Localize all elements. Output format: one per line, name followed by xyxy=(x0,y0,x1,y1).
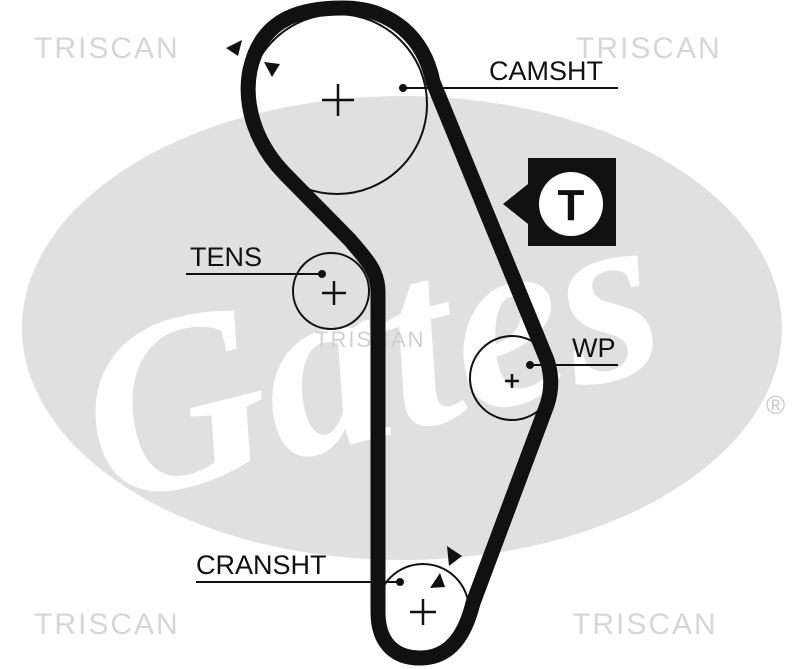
water-pump-center-cross xyxy=(505,374,519,388)
camshaft-center-cross xyxy=(322,84,354,116)
camshaft-leader-dot xyxy=(399,84,407,92)
water-pump-leader-dot xyxy=(526,361,534,369)
triscan-watermark-top-left: TRISCAN xyxy=(34,32,180,65)
camshaft-outer-timing-mark xyxy=(226,40,242,56)
triscan-watermark-bottom-right: TRISCAN xyxy=(572,608,718,641)
water-pump-label: WP xyxy=(572,333,616,363)
triscan-watermark-top-right: TRISCAN xyxy=(576,32,722,65)
timing-belt-badge: T xyxy=(503,158,616,246)
timing-marks xyxy=(226,40,462,588)
tensioner-leader-dot xyxy=(318,270,326,278)
crankshaft-label: CRANSHT xyxy=(196,550,327,580)
camshaft-label: CAMSHT xyxy=(489,56,603,86)
crankshaft-center-cross xyxy=(410,599,436,625)
crankshaft-leader-dot xyxy=(396,578,404,586)
crankshaft-outer-timing-mark xyxy=(447,546,462,566)
pulley-centers xyxy=(322,84,519,625)
tensioner-pulley xyxy=(292,252,370,330)
timing-badge-circle xyxy=(539,172,603,236)
timing-belt xyxy=(240,0,559,666)
registered-mark: ® xyxy=(766,390,785,420)
leader-lines xyxy=(186,84,618,586)
triscan-watermark-center: TRISCAN xyxy=(315,327,426,352)
tensioner-center-cross xyxy=(322,281,346,305)
tensioner-label: TENS xyxy=(190,242,262,272)
timing-badge-letter: T xyxy=(558,181,585,230)
crankshaft-inner-timing-mark xyxy=(430,573,445,588)
triscan-watermark-bottom-left: TRISCAN xyxy=(34,608,180,641)
triscan-watermarks: TRISCAN TRISCAN TRISCAN TRISCAN TRISCAN xyxy=(34,32,722,641)
camshaft-inner-timing-mark xyxy=(264,62,280,77)
